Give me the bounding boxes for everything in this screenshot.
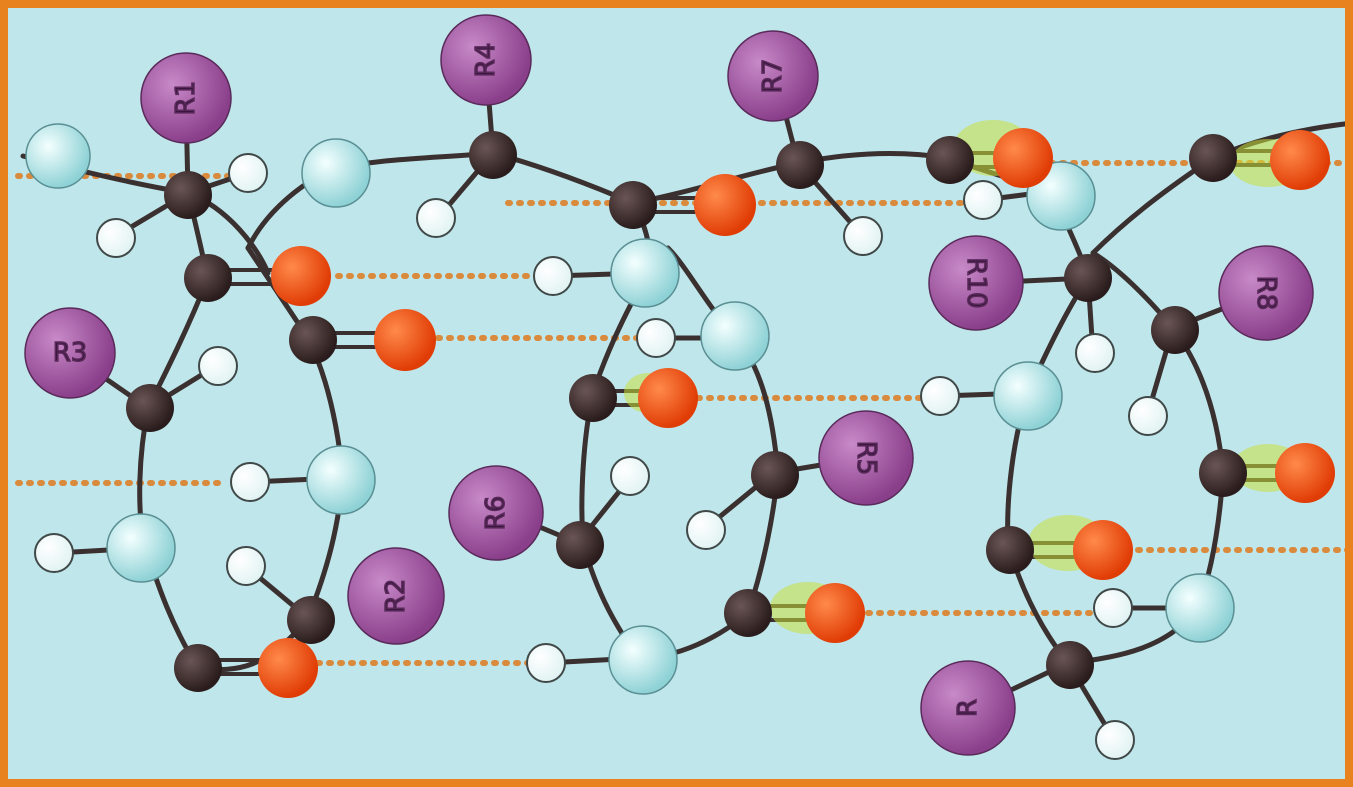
oxygen-atom [638,368,698,428]
carbon-atom [1189,134,1237,182]
oxygen-atom [374,309,436,371]
hydrogen-atom [96,218,136,258]
carbon-atom [751,451,799,499]
oxygen-atom [258,638,318,698]
carbon-atom [287,596,335,644]
nitrogen-atom [25,123,91,189]
r5-label: R5 [851,441,881,476]
r-group-r1: R1 [140,52,232,144]
nitrogen-atom [1165,573,1235,643]
r-group-r7: R7 [727,30,819,122]
carbon-atom [289,316,337,364]
r8-label: R8 [1251,276,1281,311]
nitrogen-atom [993,361,1063,431]
r3-label: R3 [53,338,88,368]
alpha-helix-diagram: R1 R4 R7 R3 R6 R2 R5 R10 [15,14,1345,760]
r1-label: R1 [171,81,201,116]
carbon-atom [986,526,1034,574]
oxygen-atom [1270,130,1330,190]
nitrogen-atom [306,445,376,515]
r-group-r10: R10 [928,235,1024,331]
carbon-atom [724,589,772,637]
hydrogen-atom [226,546,266,586]
hydrogen-atom [1095,720,1135,760]
hydrogen-atom [533,256,573,296]
nitrogen-atom [608,625,678,695]
r-group-r5: R5 [818,410,914,506]
nitrogen-atom [700,301,770,371]
carbon-atom [1199,449,1247,497]
hydrogen-atom [230,462,270,502]
hydrogen-atom [920,376,960,416]
carbon-atom [776,141,824,189]
hydrogen-atom [1075,333,1115,373]
oxygen-atom [993,128,1053,188]
hydrogen-atom [228,153,268,193]
r-group-r3: R3 [24,307,116,399]
r-group-r4: R4 [440,14,532,106]
hydrogen-atom [1128,396,1168,436]
r2-label: R2 [381,579,411,614]
carbon-atom [569,374,617,422]
oxygen-atoms [258,128,1335,698]
r10-label: R10 [961,257,991,308]
carbon-atom [1064,254,1112,302]
r-group-r6: R6 [448,465,544,561]
carbon-atom [126,384,174,432]
hydrogen-atom [416,198,456,238]
carbon-atom [184,254,232,302]
hydrogen-atoms [34,153,1168,760]
hydrogen-atom [526,643,566,683]
hydrogen-atom [963,180,1003,220]
nitrogen-atom [106,513,176,583]
hydrogen-atom [1093,588,1133,628]
nitrogen-atom [610,238,680,308]
carbon-atom [556,521,604,569]
r4-label: R4 [471,43,501,78]
r7-label: R7 [758,59,788,94]
hydrogen-atom [686,510,726,550]
oxygen-atom [805,583,865,643]
hydrogen-atom [636,318,676,358]
oxygen-atom [1275,443,1335,503]
nitrogen-atom [301,138,371,208]
oxygen-atom [694,174,756,236]
carbon-atom [609,181,657,229]
carbon-atom [174,644,222,692]
carbon-atom [164,171,212,219]
carbon-atoms [126,131,1247,692]
r-group-r8: R8 [1218,245,1314,341]
r-group-r2: R2 [347,547,445,645]
hydrogen-atom [198,346,238,386]
hydrogen-atom [34,533,74,573]
r-groups: R1 R4 R7 R3 R6 R2 R5 R10 [24,14,1314,756]
oxygen-atom [1073,520,1133,580]
carbon-atom [1046,641,1094,689]
carbon-atom [469,131,517,179]
carbon-atom [1151,306,1199,354]
r6-label: R6 [481,496,511,531]
carbon-atom [926,136,974,184]
r-group-r: R [920,660,1016,756]
hydrogen-atom [843,216,883,256]
hydrogen-atom [610,456,650,496]
oxygen-atom [271,246,331,306]
nitrogen-atoms [25,123,1235,695]
r-label: R [953,699,983,717]
